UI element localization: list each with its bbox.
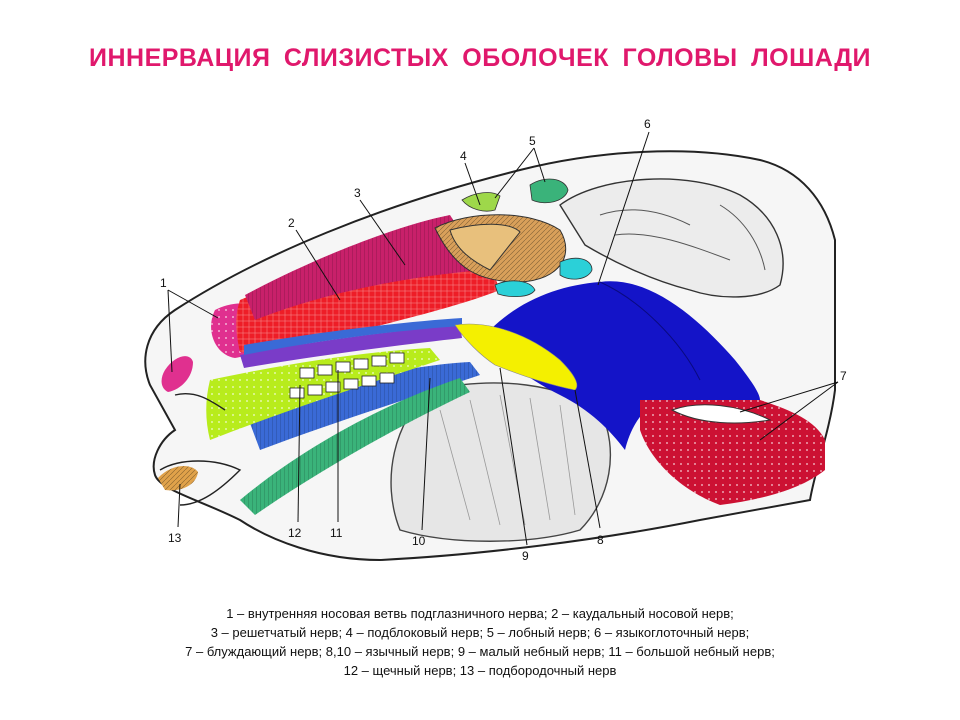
tongue-striations (439, 394, 576, 526)
caption-line-3: 7 – блуждающий нерв; 8,10 – язычный нерв… (185, 644, 775, 659)
label-2: 2 (288, 216, 295, 230)
label-1: 1 (160, 276, 167, 290)
epiglottis (670, 404, 772, 424)
caption-line-1: 1 – внутренняя носовая ветвь подглазничн… (226, 606, 734, 621)
lower-teeth (289, 372, 395, 399)
skull-contour (559, 178, 784, 298)
page-title: ИННЕРВАЦИЯ СЛИЗИСТЫХ ОБОЛОЧЕК ГОЛОВЫ ЛОШ… (89, 44, 871, 72)
leader-lines (167, 131, 839, 546)
region-blue-strip (244, 318, 462, 355)
label-7: 7 (840, 369, 847, 383)
caption-line-4: 12 – щечный нерв; 13 – подбородочный нер… (343, 663, 617, 678)
upper-teeth (299, 352, 405, 379)
label-10: 10 (412, 534, 426, 548)
region-5-cyan-a (559, 257, 593, 280)
region-5-cyan-b (494, 280, 536, 298)
label-6: 6 (644, 117, 651, 131)
region-6 (490, 281, 760, 450)
legend-caption: 1 – внутренняя носовая ветвь подглазничн… (60, 604, 900, 680)
label-5: 5 (529, 134, 536, 148)
label-13: 13 (168, 531, 182, 545)
region-purple-strip (240, 325, 462, 368)
caption-line-2: 3 – решетчатый нерв; 4 – подблоковый нер… (210, 625, 750, 640)
region-5-green-b (529, 178, 569, 204)
label-4: 4 (460, 149, 467, 163)
region-5-green-a (461, 192, 501, 212)
lips-outline (159, 393, 242, 506)
label-8: 8 (597, 533, 604, 547)
label-12: 12 (288, 526, 302, 540)
label-3: 3 (354, 186, 361, 200)
label-11: 11 (330, 526, 343, 540)
horse-head-diagram: 1 2 3 4 5 6 7 8 9 10 11 12 13 (144, 117, 847, 563)
region-9 (454, 323, 578, 391)
brain-folds (599, 204, 766, 271)
region-1-lower (161, 356, 193, 392)
label-9: 9 (522, 549, 529, 563)
